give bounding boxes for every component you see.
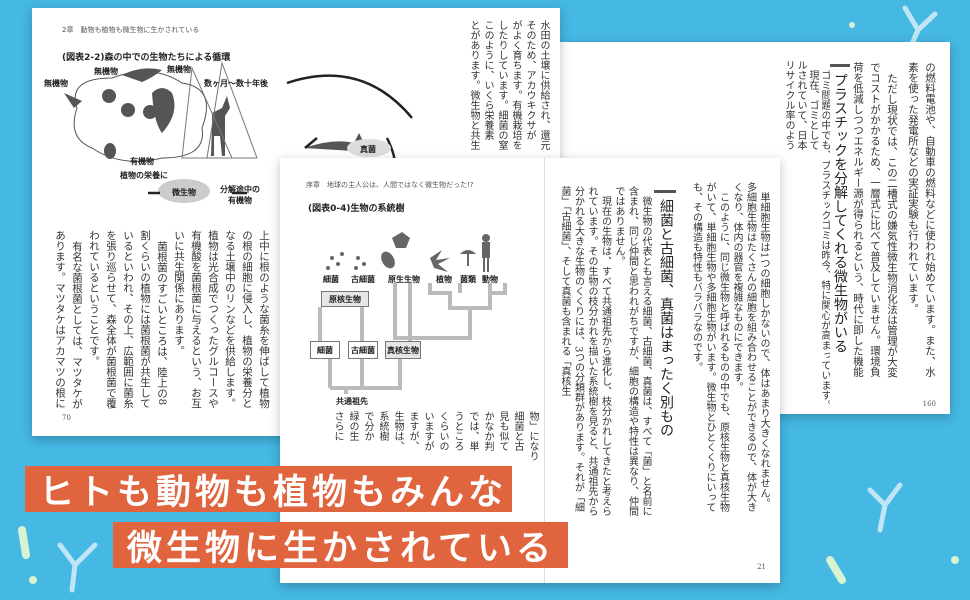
paragraph: ただし現状では、この二槽式の嫌気性微生物消化法は管理が大変でコストがかかるため、…: [852, 62, 898, 377]
paragraph: 単細胞生物は1つの細胞しかないので、体はあまり大きくなれません。多細胞生物はたく…: [731, 182, 769, 512]
running-header: 2章 動物も植物も微生物に生かされている: [62, 26, 200, 34]
line: かなか判: [482, 411, 493, 451]
tree-leaf-fungi: 菌類: [460, 275, 476, 284]
section-heading: 細菌と古細菌、真菌はまったく別もの: [654, 190, 676, 450]
body-text: 水田の土壌に供給され、還元 そのため、アカウキクサが がよく育ちます。有機栽培を…: [450, 20, 550, 156]
page-number: 70: [62, 414, 71, 422]
headline-banner-line2: 微生物に生かされている: [113, 522, 568, 569]
line: ルされていて、日本: [795, 60, 806, 150]
paragraph: 菌根菌のすごいところは、陸上の8割くらいの植物には菌根菌が共生しているといわれ、…: [88, 230, 168, 409]
tree-leaf-plants: 植物: [436, 275, 452, 284]
body-text: 単細胞生物は1つの細胞しかないので、体はあまり大きくなれません。多細胞生物はたく…: [680, 182, 770, 512]
body-text: 物」になり 細菌と古 見も似て かなか判 では、単 うところ くらいの いますが…: [300, 411, 540, 465]
label-fungi: 真菌: [360, 145, 376, 154]
tree-leaf-archaea: 古細菌: [351, 275, 375, 284]
label-plant-nutrient: 植物の栄養に: [120, 171, 168, 180]
paragraph: 現在、ゴミとして: [807, 70, 818, 150]
phylogenetic-tree: [318, 232, 507, 394]
line: がよく育ちます。有機栽培を: [510, 20, 521, 150]
page-number: 160: [922, 400, 936, 408]
paragraph: このように、同じ微生物と呼ばれるものの中でも、原核生物と真核生物がいて、単細胞生…: [690, 182, 729, 512]
line: 生物は、: [392, 411, 403, 451]
tree-leaf-protists: 原生生物: [388, 275, 420, 284]
section-heading: プラスチックを分解してくれる微生物がいる: [830, 64, 850, 364]
paragraph: 有名な菌根菌としては、マツタケがあります。マツタケはアカマツの根に糸状の菌糸を伸…: [56, 230, 83, 409]
tree-leaf-animals: 動物: [482, 275, 498, 284]
archaea-box: 古細菌: [348, 341, 378, 359]
headline-banner-line1: ヒトも動物も植物もみんな: [25, 466, 512, 513]
label-organic: 有機物: [130, 157, 154, 166]
prokaryote-box: 原核生物: [321, 291, 369, 307]
line: したりしています。細菌の窒: [496, 20, 507, 150]
forest-cycle-illustration: [64, 61, 413, 205]
common-ancestor-label: 共通祖先: [336, 397, 368, 406]
line: 緑の生: [347, 411, 358, 441]
line: では、単: [467, 411, 478, 451]
line: リサイクル率のよう: [783, 60, 794, 150]
paragraph: 上中に根のような菌糸を伸ばして植物の根の細胞に侵入し、植物の栄養分となる土壌中の…: [173, 230, 270, 409]
line: うところ: [452, 411, 463, 451]
label-inorganic: 無機物: [167, 65, 191, 74]
tree-leaf-bacteria: 細菌: [323, 275, 339, 284]
line: ますが、: [407, 411, 418, 451]
front-spread: 序章 地球の主人公は、人間ではなく微生物だった!? (図表0-4)生物の系統樹 …: [280, 158, 780, 583]
body-text: の燃料電池や、自動車の燃料などに使われ始めています。また、水素を使った発電所など…: [907, 62, 936, 377]
line: そのため、アカウキクサが: [524, 20, 535, 140]
body-text: 微生物の代表とも言える細菌、古細菌、真菌は、すべて「菌」と名前に含まれ、同じ仲間…: [554, 186, 652, 516]
paragraph: 微生物の代表とも言える細菌、古細菌、真菌は、すべて「菌」と名前に含まれ、同じ仲間…: [613, 186, 651, 516]
label-decomposing: 分解途中の有機物: [220, 185, 260, 205]
line: 系統樹: [377, 411, 388, 441]
line: 細菌と古: [512, 411, 523, 451]
line: 水田の土壌に供給され、還元: [538, 20, 549, 150]
bacteria-box: 細菌: [310, 341, 340, 359]
figure-title: (図表2-2)森の中での生物たちによる循環: [62, 53, 231, 63]
paragraph: ゴミ問題の中でも、プラスチックゴミは昨今、特に関心が高まっています。: [819, 70, 830, 410]
body-text: ゴミ問題の中でも、プラスチックゴミは昨今、特に関心が高まっています。 現在、ゴミ…: [780, 60, 830, 410]
gutter: [544, 158, 545, 583]
label-inorganic: 無機物: [44, 79, 68, 88]
line: 見も似て: [497, 411, 508, 451]
line: とがあります。微生物と共生: [468, 20, 479, 150]
line: 物」になり: [527, 411, 538, 461]
label-inorganic: 無機物: [94, 67, 118, 76]
label-microbe: 微生物: [172, 188, 196, 197]
line: いますが: [422, 411, 433, 451]
line: さらに: [332, 411, 343, 441]
figure-title: (図表0-4)生物の系統樹: [308, 204, 405, 214]
running-header: 序章 地球の主人公は、人間ではなく微生物だった!?: [306, 181, 474, 189]
line: くらいの: [437, 411, 448, 451]
line: で分か: [362, 411, 373, 441]
line: このように、いくら栄養素: [482, 20, 493, 140]
eukaryote-box: 真核生物: [385, 341, 421, 359]
body-text: ただし現状では、この二槽式の嫌気性微生物消化法は管理が大変でコストがかかるため、…: [848, 62, 900, 382]
body-text: 上中に根のような菌糸を伸ばして植物の根の細胞に侵入し、植物の栄養分となる土壌中の…: [56, 230, 272, 415]
label-years: 数ヶ月〜数十年後: [204, 79, 268, 88]
paragraph: 現在の生物は、すべて共通祖先から進化し、枝分かれしてきたと考えられています。その…: [559, 186, 611, 516]
page-number: 21: [757, 563, 766, 571]
